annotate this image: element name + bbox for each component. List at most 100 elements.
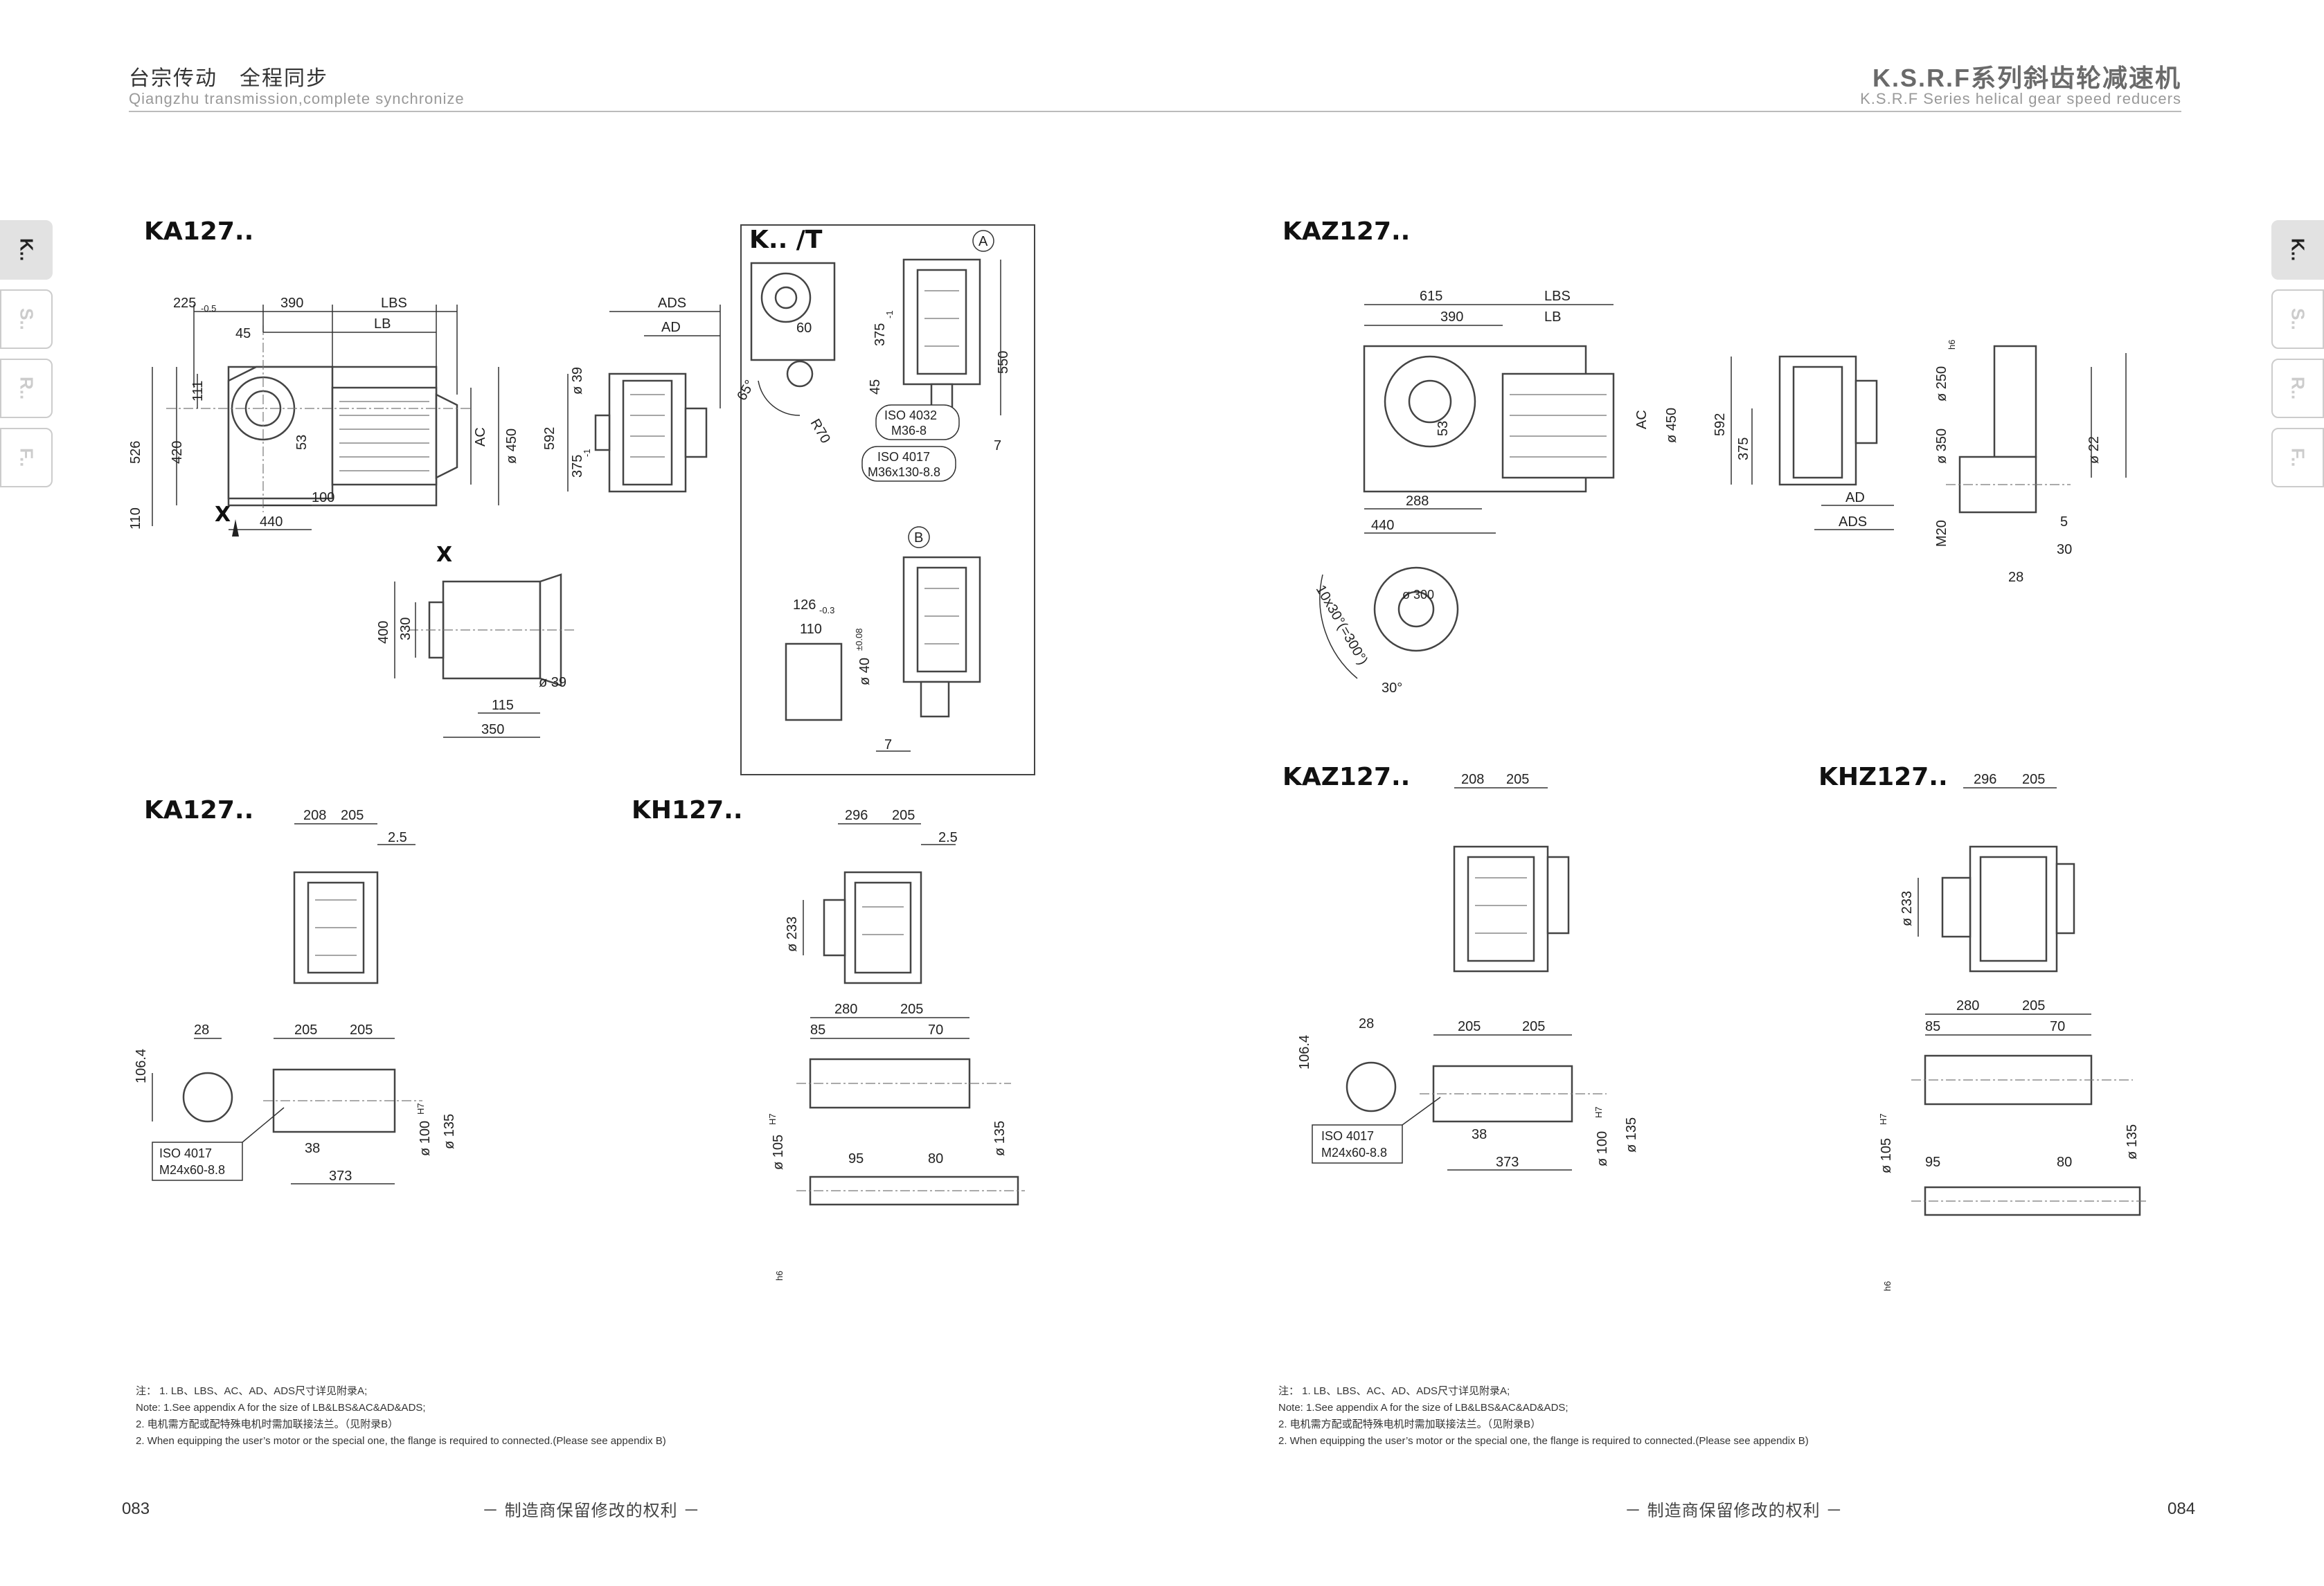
header-series-title: K.S.R.F系列斜齿轮减速机 <box>1872 64 2181 92</box>
tab-r-left[interactable]: R.. <box>0 359 53 418</box>
label-kaz127-top: KAZ127.. <box>1282 217 1411 246</box>
dim-khz-dia-233: ø 233 <box>1900 891 1915 926</box>
tab-s-left[interactable]: S.. <box>0 289 53 349</box>
dim-khz-80: 80 <box>2057 1155 2072 1170</box>
dim-kt-375: 375 <box>873 323 888 346</box>
tab-label: S.. <box>16 308 37 330</box>
dim-kt-60: 60 <box>796 321 812 336</box>
dim-kaz-dia-300: ø 300 <box>1402 588 1434 602</box>
dim-592: 592 <box>542 427 557 450</box>
fan-cover <box>435 393 458 480</box>
tab-f-right[interactable]: F.. <box>2271 428 2324 487</box>
tab-k-right[interactable]: K.. <box>2271 220 2324 280</box>
note-line: Note: 1.See appendix A for the size of L… <box>136 1402 426 1414</box>
note-line: 2. 电机需方配或配特殊电机时需加联接法兰。（见附录B） <box>1278 1418 1541 1430</box>
kh127-bottom-front: 296 205 2.5 ø 233 <box>785 808 958 984</box>
tab-label: F.. <box>16 448 37 467</box>
dim-kazb-38: 38 <box>1472 1127 1487 1142</box>
iso4017-callout <box>861 446 956 482</box>
ka127-bottom-shaft: 106.4 28 205 205 ISO 4017 M24x60-8.8 38 … <box>134 1022 457 1184</box>
iso4017-box <box>152 1142 243 1181</box>
kt-m36-8: M36-8 <box>891 424 927 438</box>
dim-kazb-dia-135: ø 135 <box>1624 1117 1639 1153</box>
kt-iso4032: ISO 4032 <box>884 408 937 422</box>
dim-225: 225 <box>173 296 196 311</box>
dim-kaz-h6: h6 <box>1947 340 1957 350</box>
dim-ads: ADS <box>658 296 686 311</box>
dim-kt-45: 45 <box>868 379 883 395</box>
header-company-cn: 台宗传动 全程同步 <box>129 67 328 90</box>
note-line: 2. 电机需方配或配特殊电机时需加联接法兰。（见附录B） <box>136 1418 399 1430</box>
flange-section <box>1993 345 2037 458</box>
kaz127-flange-detail: ø 250 h6 ø 350 M20 ø 22 5 30 28 <box>1934 340 2127 585</box>
kh127-bottom-shaft: 280 205 85 70 ø 105 H7 95 80 ø 135 h6 <box>767 1002 1025 1281</box>
dim-375-tol: -1 <box>582 449 592 457</box>
dim-kh-2-5: 2.5 <box>938 830 958 845</box>
dim-kaz-30deg: 30° <box>1382 681 1402 696</box>
dim-kh-296: 296 <box>845 808 868 823</box>
label-x-view: X <box>436 543 453 567</box>
ka127-bottom-front: 208 205 2.5 <box>293 808 415 984</box>
rights-notice-left: － 制造商保留修改的权利 － <box>482 1502 701 1520</box>
dim-kt-b-7: 7 <box>884 737 892 753</box>
header-company-en: Qiangzhu transmission,complete synchroni… <box>129 90 465 107</box>
dim-kh-85: 85 <box>810 1022 825 1038</box>
label-kaz127-bottom: KAZ127.. <box>1282 763 1411 791</box>
kaz127-main-drawing: 615 LBS 390 LB AC ø 450 53 288 440 ø 300… <box>1313 289 1679 696</box>
dim-kh-80: 80 <box>928 1151 943 1166</box>
kazb-m24: M24x60-8.8 <box>1321 1146 1387 1160</box>
tab-s-right[interactable]: S.. <box>2271 289 2324 349</box>
dim-kab-205: 205 <box>341 808 364 823</box>
rights-notice-right: － 制造商保留修改的权利 － <box>1625 1502 1843 1520</box>
dim-khz-dia-105: ø 105 <box>1879 1138 1894 1173</box>
dim-375: 375 <box>570 455 585 478</box>
notes-left: 注： 1. LB、LBS、AC、AD、ADS尺寸详见附录A; Note: 1.S… <box>136 1383 666 1450</box>
note-line: 2. When equipping the user’s motor or th… <box>1278 1435 1809 1447</box>
dim-kh-205: 205 <box>892 808 915 823</box>
dim-khz-296: 296 <box>1974 772 1996 787</box>
dim-khz-dia-135: ø 135 <box>2125 1124 2140 1160</box>
dim-kh-h6: h6 <box>774 1271 785 1281</box>
kaz-motor <box>1501 372 1615 479</box>
dim-kt-375-tol: -1 <box>884 310 895 318</box>
dim-kaz-ac: AC <box>1634 410 1650 429</box>
dim-kaz-440: 440 <box>1371 518 1394 533</box>
note-line: 注： 1. LB、LBS、AC、AD、ADS尺寸详见附录A; <box>1278 1385 1510 1397</box>
tab-label: K.. <box>16 238 37 262</box>
dim-kazb-373: 373 <box>1496 1155 1519 1170</box>
tab-k-left[interactable]: K.. <box>0 220 53 280</box>
dim-lb: LB <box>374 316 391 332</box>
circle-b-label: B <box>914 530 923 546</box>
dim-kaz-10x30: 10x30°(=300°) <box>1313 583 1370 668</box>
dim-kaz-390: 390 <box>1440 309 1463 325</box>
label-ka127-bottom: KA127.. <box>144 796 254 824</box>
tab-label: S.. <box>2287 308 2309 330</box>
label-khz127: KHZ127.. <box>1818 763 1948 791</box>
dim-53: 53 <box>294 435 310 450</box>
dim-x-dia-39: ø 39 <box>539 675 566 690</box>
dim-390: 390 <box>280 296 303 311</box>
note-line: 2. When equipping the user’s motor or th… <box>136 1435 666 1447</box>
tab-r-right[interactable]: R.. <box>2271 359 2324 418</box>
ka127-side-view: ADS AD ø 39 592 375 -1 <box>542 296 721 493</box>
dim-lbs: LBS <box>381 296 407 311</box>
dim-kazb-dia-100: ø 100 <box>1595 1131 1610 1166</box>
kazb-iso4017: ISO 4017 <box>1321 1129 1374 1143</box>
dim-kt-550: 550 <box>996 351 1011 374</box>
kab-iso4017: ISO 4017 <box>159 1146 212 1160</box>
tab-f-left[interactable]: F.. <box>0 428 53 487</box>
dim-kazb-208: 208 <box>1461 772 1484 787</box>
dim-kh-280: 280 <box>834 1002 857 1017</box>
dim-kazb-205b: 205 <box>1522 1019 1545 1034</box>
dim-400: 400 <box>376 621 391 644</box>
label-kt: K.. /T <box>749 226 823 254</box>
page-number-left: 083 <box>122 1499 150 1518</box>
dim-kh-70: 70 <box>928 1022 943 1038</box>
label-x-mark: X <box>215 503 231 527</box>
header-rule <box>129 111 2181 112</box>
dim-kaz-dia-22: ø 22 <box>2086 436 2102 464</box>
dim-kab-dia-100: ø 100 <box>418 1121 433 1156</box>
dim-440: 440 <box>260 514 283 530</box>
dim-kt-7: 7 <box>994 438 1001 453</box>
iso4032-callout <box>875 404 960 440</box>
